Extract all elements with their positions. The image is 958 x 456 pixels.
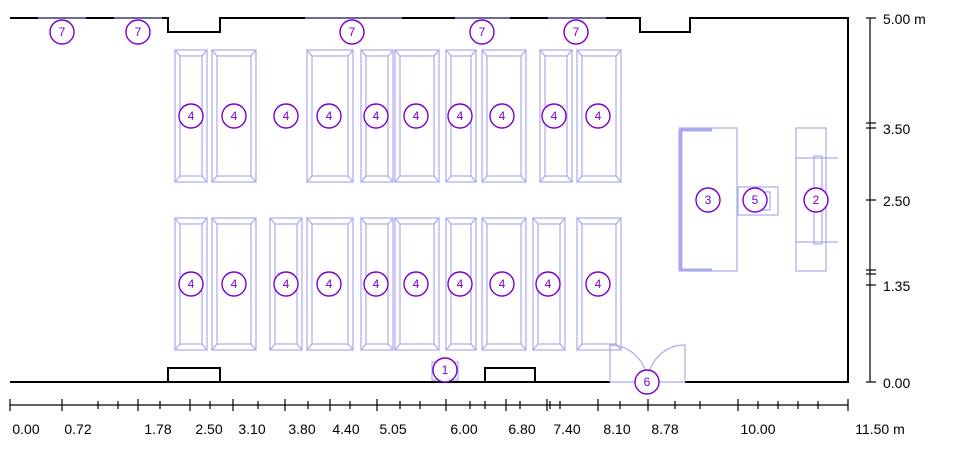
y-tick-label: 3.50 <box>883 121 910 137</box>
window-tag: 7 <box>125 19 151 45</box>
tag-label: 7 <box>349 25 356 39</box>
tag-label: 4 <box>283 277 290 291</box>
board-tag: 2 <box>803 187 829 213</box>
x-tick-label: 2.50 <box>195 421 222 437</box>
desk-tag: 4 <box>178 103 204 129</box>
x-tick-label: 11.50 m <box>855 421 905 437</box>
socket-tag: 1 <box>432 357 458 383</box>
desk-tag: 4 <box>447 103 473 129</box>
lectern-area <box>678 127 738 272</box>
tag-label: 7 <box>479 25 486 39</box>
y-tick-label: 5.00 m <box>883 11 926 27</box>
window-tag: 7 <box>563 19 589 45</box>
desk-group <box>174 49 622 351</box>
tag-label: 4 <box>457 277 464 291</box>
x-tick-label: 8.10 <box>603 421 630 437</box>
desk-tag: 4 <box>585 271 611 297</box>
tag-label: 4 <box>499 277 506 291</box>
tag-label: 5 <box>752 193 759 207</box>
desk <box>481 217 527 351</box>
window-tag: 7 <box>469 19 495 45</box>
x-tick-label: 7.40 <box>553 421 580 437</box>
window-tag: 7 <box>339 19 365 45</box>
tag-label: 4 <box>188 109 195 123</box>
tag-layer: 7 7 7 7 7 4 4 4 4 4 4 4 4 4 4 4 4 4 4 4 4 4 4 4 4 3 5 2 1 6 <box>49 19 829 395</box>
x-tick-label: 0.72 <box>64 421 91 437</box>
door-tag: 6 <box>634 369 660 395</box>
tag-label: 6 <box>644 375 651 389</box>
desk <box>306 49 354 183</box>
x-tick-label: 0.00 <box>12 421 39 437</box>
x-tick-label: 10.00 <box>740 421 775 437</box>
desk-tag: 4 <box>316 103 342 129</box>
x-tick-label: 3.80 <box>288 421 315 437</box>
desk-tag: 4 <box>447 271 473 297</box>
desk-tag: 4 <box>273 271 299 297</box>
x-tick-label: 6.80 <box>508 421 535 437</box>
x-tick-label: 1.78 <box>144 421 171 437</box>
tag-label: 7 <box>573 25 580 39</box>
desk-tag: 4 <box>221 271 247 297</box>
desk-tag: 4 <box>316 271 342 297</box>
y-tick-label: 0.00 <box>883 375 910 391</box>
x-tick-label: 6.00 <box>450 421 477 437</box>
desk-tag: 4 <box>363 103 389 129</box>
desk-tag: 4 <box>221 103 247 129</box>
desk-tag: 4 <box>585 103 611 129</box>
desk-tag: 4 <box>403 103 429 129</box>
tag-label: 1 <box>442 363 449 377</box>
desk <box>211 217 257 351</box>
desk <box>576 49 622 183</box>
tag-label: 4 <box>595 109 602 123</box>
tag-label: 4 <box>188 277 195 291</box>
tag-label: 4 <box>326 109 333 123</box>
tag-label: 4 <box>545 277 552 291</box>
desk <box>306 217 354 351</box>
tag-label: 4 <box>326 277 333 291</box>
tag-label: 4 <box>595 277 602 291</box>
window-tag: 7 <box>49 19 75 45</box>
desk <box>394 49 440 183</box>
tag-label: 4 <box>231 109 238 123</box>
tag-label: 4 <box>413 109 420 123</box>
desk <box>394 217 440 351</box>
tag-label: 7 <box>59 25 66 39</box>
tag-label: 4 <box>373 109 380 123</box>
y-scale: 5.00 m 3.50 2.50 1.35 0.00 <box>866 11 926 391</box>
desk <box>211 49 257 183</box>
desk-tag: 4 <box>178 271 204 297</box>
tag-label: 3 <box>705 193 712 207</box>
tag-label: 4 <box>231 277 238 291</box>
desk <box>481 49 527 183</box>
tag-label: 4 <box>499 109 506 123</box>
projector-tag: 5 <box>742 187 768 213</box>
desk-tag: 4 <box>363 271 389 297</box>
desk-tag: 4 <box>403 271 429 297</box>
tag-label: 4 <box>283 109 290 123</box>
x-tick-label: 3.10 <box>238 421 265 437</box>
y-tick-label: 1.35 <box>883 278 910 294</box>
x-tick-label: 4.40 <box>332 421 359 437</box>
lectern-tag: 3 <box>695 187 721 213</box>
tag-label: 7 <box>135 25 142 39</box>
y-tick-label: 2.50 <box>883 193 910 209</box>
tag-label: 4 <box>413 277 420 291</box>
desk-tag: 4 <box>273 103 299 129</box>
room-walls <box>10 17 849 383</box>
x-tick-label: 8.78 <box>651 421 678 437</box>
desk-tag: 4 <box>535 271 561 297</box>
tag-label: 4 <box>551 109 558 123</box>
desk-tag: 4 <box>489 271 515 297</box>
tag-label: 4 <box>373 277 380 291</box>
desk-tag: 4 <box>541 103 567 129</box>
tag-label: 2 <box>813 193 820 207</box>
x-tick-label: 5.05 <box>379 421 406 437</box>
tag-label: 4 <box>457 109 464 123</box>
x-scale: 0.00 0.72 1.78 2.50 3.10 3.80 4.40 5.05 6.00 6.80… <box>9 399 905 437</box>
desk-tag: 4 <box>489 103 515 129</box>
